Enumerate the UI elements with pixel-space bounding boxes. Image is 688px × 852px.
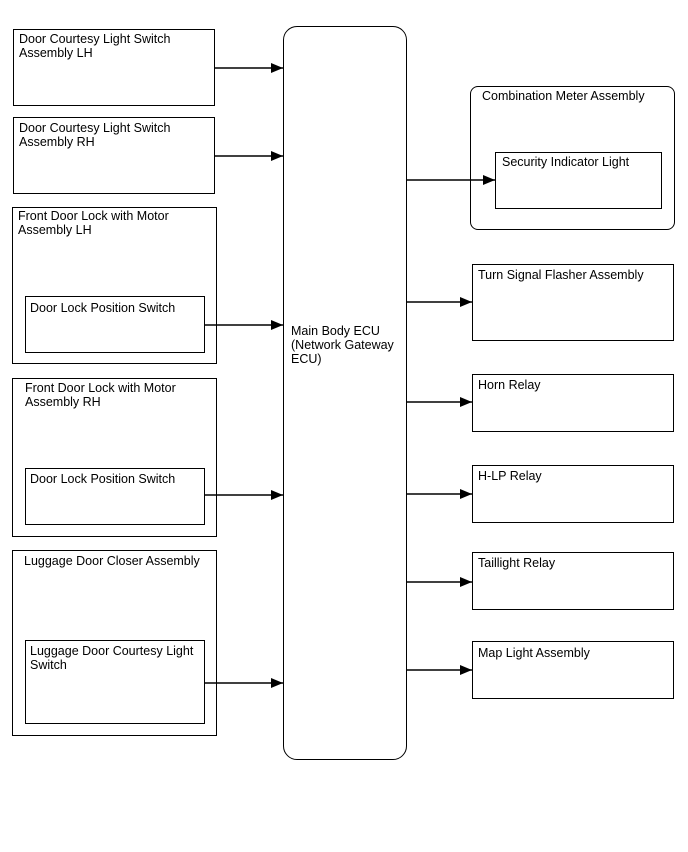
combination-meter-box: Combination Meter Assembly Security Indi… xyxy=(470,86,675,230)
door-courtesy-light-switch-rh-label: Door Courtesy Light Switch Assembly RH xyxy=(19,121,171,149)
door-lock-position-switch-rh-box: Door Lock Position Switch xyxy=(25,468,205,525)
luggage-door-closer-box: Luggage Door Closer Assembly Luggage Doo… xyxy=(12,550,217,736)
hlp-relay-label: H-LP Relay xyxy=(478,469,542,483)
horn-relay-box: Horn Relay xyxy=(472,374,674,432)
turn-signal-flasher-label: Turn Signal Flasher Assembly xyxy=(478,268,644,282)
front-door-lock-lh-label: Front Door Lock with Motor Assembly LH xyxy=(18,209,169,237)
main-body-ecu-box: Main Body ECU (Network Gateway ECU) xyxy=(283,26,407,760)
main-body-ecu-label: Main Body ECU (Network Gateway ECU) xyxy=(291,324,394,366)
door-lock-position-switch-lh-label: Door Lock Position Switch xyxy=(30,301,176,315)
front-door-lock-lh-box: Front Door Lock with Motor Assembly LH D… xyxy=(12,207,217,364)
door-courtesy-light-switch-lh-label: Door Courtesy Light Switch Assembly LH xyxy=(19,32,171,60)
door-courtesy-light-switch-rh-box: Door Courtesy Light Switch Assembly RH xyxy=(13,117,215,194)
door-lock-position-switch-lh-box: Door Lock Position Switch xyxy=(25,296,205,353)
luggage-door-courtesy-switch-box: Luggage Door Courtesy Light Switch xyxy=(25,640,205,724)
door-lock-position-switch-rh-label: Door Lock Position Switch xyxy=(30,472,176,486)
security-indicator-light-box: Security Indicator Light xyxy=(495,152,662,209)
front-door-lock-rh-box: Front Door Lock with Motor Assembly RH D… xyxy=(12,378,217,537)
turn-signal-flasher-box: Turn Signal Flasher Assembly xyxy=(472,264,674,341)
luggage-door-closer-label: Luggage Door Closer Assembly xyxy=(24,554,200,568)
horn-relay-label: Horn Relay xyxy=(478,378,541,392)
map-light-assembly-box: Map Light Assembly xyxy=(472,641,674,699)
taillight-relay-label: Taillight Relay xyxy=(478,556,556,570)
luggage-door-courtesy-switch-label: Luggage Door Courtesy Light Switch xyxy=(30,644,194,672)
hlp-relay-box: H-LP Relay xyxy=(472,465,674,523)
door-courtesy-light-switch-lh-box: Door Courtesy Light Switch Assembly LH xyxy=(13,29,215,106)
map-light-assembly-label: Map Light Assembly xyxy=(478,646,590,660)
security-indicator-light-label: Security Indicator Light xyxy=(502,155,630,169)
front-door-lock-rh-label: Front Door Lock with Motor Assembly RH xyxy=(25,381,176,409)
taillight-relay-box: Taillight Relay xyxy=(472,552,674,610)
combination-meter-label: Combination Meter Assembly xyxy=(482,89,645,103)
